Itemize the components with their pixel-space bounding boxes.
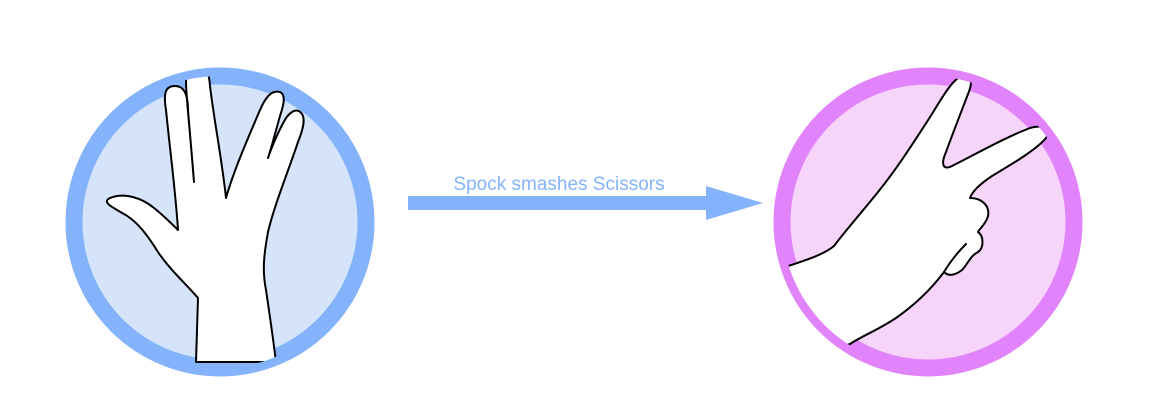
- edge-label: Spock smashes Scissors: [453, 174, 664, 195]
- edge-arrow: [408, 186, 763, 220]
- scissors-knuckle-line: [943, 243, 967, 273]
- scissors-hand-icon: [782, 76, 1049, 368]
- scissors-node: [773, 67, 1083, 377]
- edge-spock-to-scissors: Spock smashes Scissors: [408, 174, 763, 220]
- spock-node: [65, 67, 375, 377]
- vulcan-salute-hand-icon: [105, 76, 305, 363]
